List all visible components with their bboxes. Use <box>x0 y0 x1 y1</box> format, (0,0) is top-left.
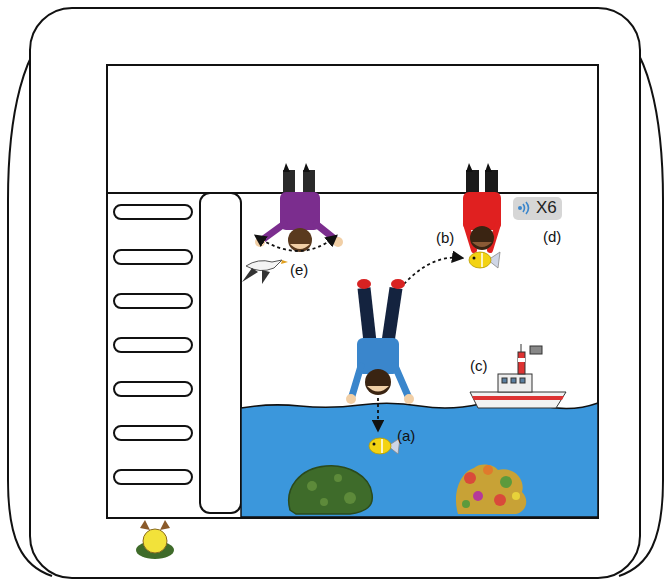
throw-arrow <box>404 258 462 284</box>
water-fish <box>369 438 400 454</box>
multiplier-text: X6 <box>536 199 557 218</box>
sound-icon <box>516 200 534 216</box>
water <box>241 401 598 517</box>
boat <box>470 344 566 408</box>
blue-swimmer <box>346 279 414 404</box>
swing-arrow <box>256 236 336 251</box>
callout-letter: (a) <box>397 428 415 445</box>
purple-swimmer <box>255 163 343 252</box>
dive-arrow <box>377 398 379 430</box>
coral <box>456 464 526 514</box>
ladder <box>114 193 241 513</box>
callout-letter: (d) <box>543 229 561 246</box>
screen <box>107 65 598 518</box>
caught-fish <box>469 252 500 268</box>
sound-badge: X6 <box>513 197 562 220</box>
rock <box>289 466 373 514</box>
rock-spots <box>307 474 356 506</box>
callout-letter: (b) <box>436 230 454 247</box>
callout-letter: (e) <box>290 262 308 279</box>
ledge-line <box>107 192 598 194</box>
player-avatar <box>136 520 174 559</box>
red-swimmer <box>463 163 501 250</box>
device-body <box>30 8 640 578</box>
seagull <box>242 260 288 284</box>
callout-letter: (c) <box>470 358 488 375</box>
